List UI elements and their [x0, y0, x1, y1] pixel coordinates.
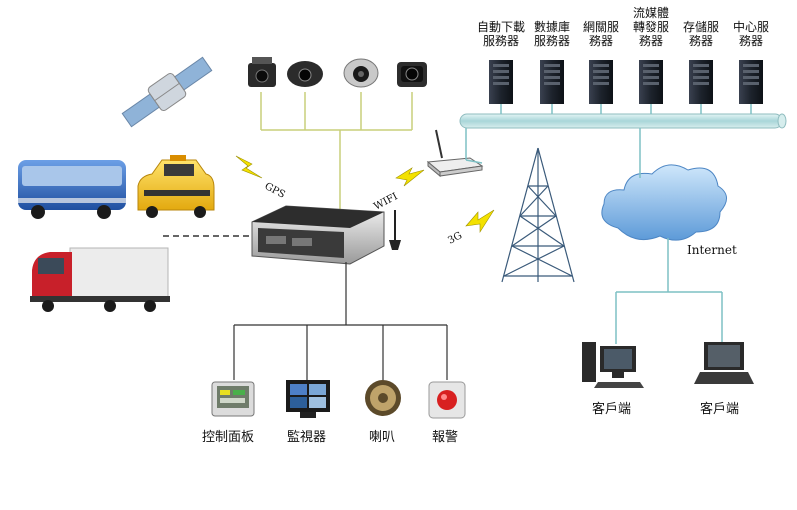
gps-signal-icon [235, 155, 263, 179]
server-label: 數據庫服務器 [525, 20, 579, 48]
client-connection-lines [615, 238, 723, 344]
server-group [489, 60, 763, 114]
camera-connection-lines [260, 92, 413, 210]
server-label-line: 轉發服 [632, 20, 669, 34]
taxi-icon [137, 155, 215, 218]
laptop-icon [694, 342, 754, 384]
3g-label: 3G [446, 230, 464, 246]
vehicle-camera-icon [397, 62, 427, 87]
control-panel-icon [211, 381, 255, 417]
dome-camera-silver-icon [343, 58, 379, 88]
server-label: 存儲服務器 [674, 20, 728, 48]
monitor-label: 監視器 [287, 430, 327, 445]
cell-tower-icon [501, 147, 575, 283]
server-tower-icon [589, 60, 613, 114]
internet-cloud-icon [601, 128, 727, 241]
wifi-label: WIFI [372, 191, 399, 213]
server-label-line: 自動下載 [476, 20, 525, 34]
monitor-icon [286, 380, 330, 418]
server-label-line: 數據庫 [533, 20, 570, 34]
server-label-line: 中心服 [732, 20, 769, 34]
mobile-dvr-icon [251, 205, 401, 265]
dome-camera-icon [287, 61, 323, 87]
control-panel-label: 控制面板 [202, 430, 255, 445]
gps-label: GPS [263, 181, 287, 201]
3g-signal-icon [465, 209, 495, 234]
server-label-line: 網關服 [582, 20, 619, 34]
desktop-computer-icon [582, 342, 644, 388]
bus-icon [18, 160, 126, 219]
server-label-line: 務器 [688, 34, 713, 48]
server-label-line: 務器 [738, 34, 763, 48]
server-tower-icon [489, 60, 513, 114]
server-tower-icon [540, 60, 564, 114]
box-camera-icon [248, 57, 276, 87]
internet-label: Internet [687, 243, 737, 257]
server-label: 中心服務器 [724, 20, 778, 48]
wifi-signal-icon [395, 167, 425, 187]
laptop-client-label: 客戶端 [700, 402, 740, 417]
satellite-icon [121, 56, 213, 128]
server-label-line: 流媒體 [632, 6, 669, 20]
truck-icon [30, 247, 170, 312]
server-label-line: 務器 [588, 34, 613, 48]
desktop-client-label: 客戶端 [592, 402, 632, 417]
server-label-line: 服務器 [482, 34, 519, 48]
server-tower-icon [689, 60, 713, 114]
server-label: 自動下載服務器 [474, 20, 528, 48]
server-tower-icon [639, 60, 663, 114]
speaker-icon [365, 380, 401, 416]
server-label-line: 服務器 [533, 34, 570, 48]
server-label: 流媒體轉發服務器 [624, 6, 678, 48]
server-label-line: 存儲服 [682, 20, 719, 34]
peripheral-connection-lines [233, 262, 448, 380]
server-label: 網關服務器 [574, 20, 628, 48]
network-backbone [459, 113, 787, 164]
server-label-line: 務器 [638, 34, 663, 48]
router-icon [426, 129, 484, 178]
alarm-label: 報警 [432, 430, 459, 445]
server-tower-icon [739, 60, 763, 114]
alarm-button-icon [428, 381, 466, 419]
speaker-label: 喇叭 [369, 430, 396, 445]
